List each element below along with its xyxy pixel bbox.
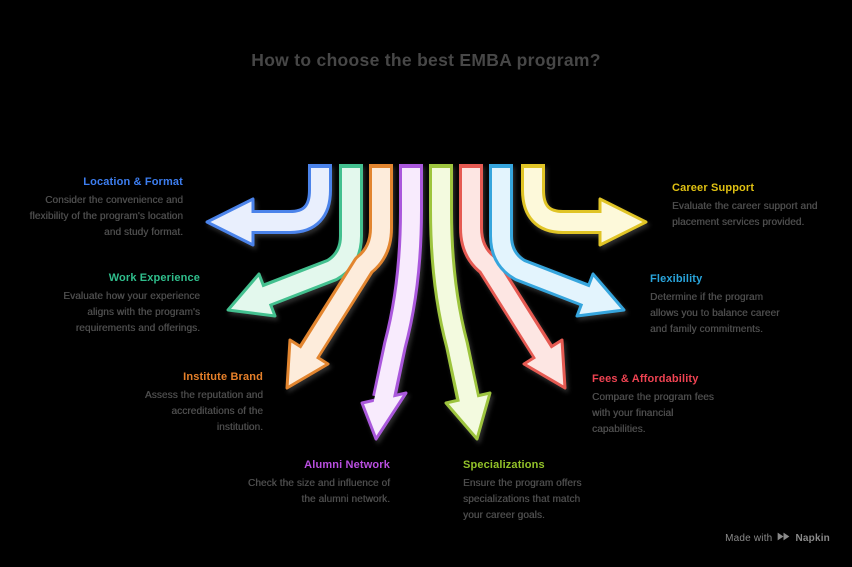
arrow-alumni-network	[360, 164, 423, 441]
section-alumni-network: Alumni Network Check the size and influe…	[248, 459, 390, 508]
made-with-label: Made with	[725, 532, 773, 544]
section-specializations-title: Specializations	[463, 459, 545, 471]
arrow-flexibility	[489, 164, 626, 318]
page-title: How to choose the best EMBA program?	[251, 50, 601, 70]
arrow-location-format	[205, 164, 332, 247]
made-with-napkin-credit: Made with Napkin	[725, 531, 830, 545]
arrow-career-support	[521, 164, 648, 247]
napkin-brand-label: Napkin	[795, 532, 830, 544]
section-alumni-network-title: Alumni Network	[304, 459, 390, 471]
section-fees-affordability: Fees & Affordability Compare the program…	[592, 373, 714, 438]
section-institute-brand: Institute Brand Assess the reputation an…	[145, 371, 263, 436]
section-career-support: Career Support Evaluate the career suppo…	[672, 182, 817, 231]
napkin-logo-icon	[777, 531, 790, 545]
section-specializations: Specializations Ensure the program offer…	[463, 459, 582, 524]
arrow-specializations	[429, 164, 492, 441]
section-fees-affordability-title: Fees & Affordability	[592, 373, 699, 385]
section-work-experience: Work Experience Evaluate how your experi…	[63, 272, 200, 337]
section-career-support-title: Career Support	[672, 182, 755, 194]
arrow-fees-affordability	[459, 164, 567, 390]
section-institute-brand-title: Institute Brand	[183, 371, 263, 383]
section-flexibility-title: Flexibility	[650, 273, 703, 285]
arrow-institute-brand	[285, 164, 393, 390]
section-location-format-title: Location & Format	[83, 176, 183, 188]
arrow-work-experience	[226, 164, 363, 318]
section-location-format: Location & Format Consider the convenien…	[30, 176, 183, 241]
section-work-experience-title: Work Experience	[108, 272, 200, 284]
